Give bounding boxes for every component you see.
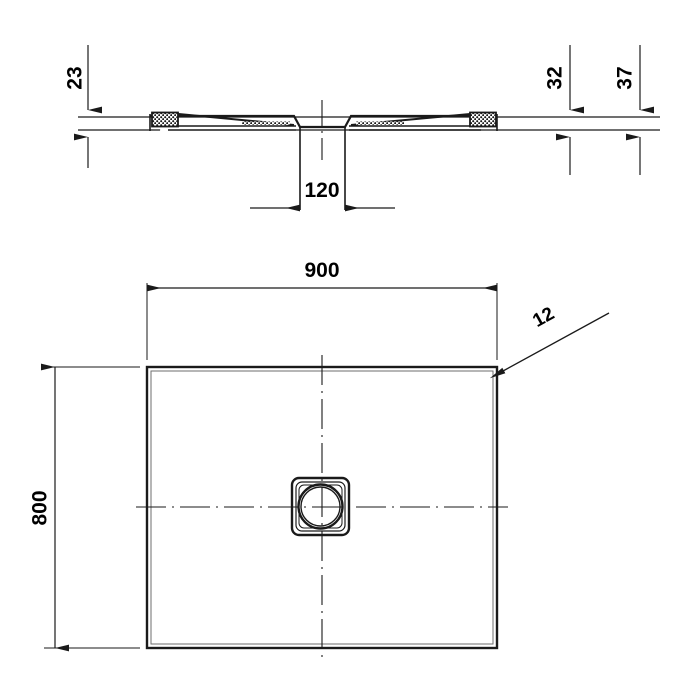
drain-inner-circle [300, 486, 341, 527]
section-support-pad-left [151, 111, 179, 128]
section-perforation-right [356, 121, 404, 125]
dimension-37-label: 37 [614, 66, 637, 89]
section-tray-body [78, 111, 660, 131]
drain-outer-square [290, 476, 351, 537]
dimension-120: 120 [250, 179, 395, 212]
callout-12-leader-line [489, 312, 610, 379]
dimension-32-label: 32 [544, 66, 567, 89]
dimension-900-label: 900 [304, 259, 339, 282]
section-support-pad-right [469, 111, 497, 128]
drain-inner-square [295, 481, 346, 532]
drain-outer-circle [297, 483, 344, 530]
dimension-900: 900 [146, 259, 498, 360]
dimension-800-label: 800 [29, 490, 52, 525]
plan-view: 900 800 12 [29, 259, 610, 660]
section-view: 23 32 37 120 [64, 45, 660, 212]
dimension-23: 23 [64, 45, 102, 168]
dimension-800: 800 [29, 363, 140, 652]
section-drain-throat [299, 127, 346, 210]
section-perforation-left [242, 121, 290, 125]
dimension-37: 37 [614, 45, 654, 175]
drain-detail[interactable] [290, 476, 351, 537]
dimension-23-label: 23 [64, 66, 87, 89]
dimension-32: 32 [544, 45, 584, 175]
dimension-120-label: 120 [304, 179, 339, 202]
section-tray-top-profile [150, 114, 497, 129]
